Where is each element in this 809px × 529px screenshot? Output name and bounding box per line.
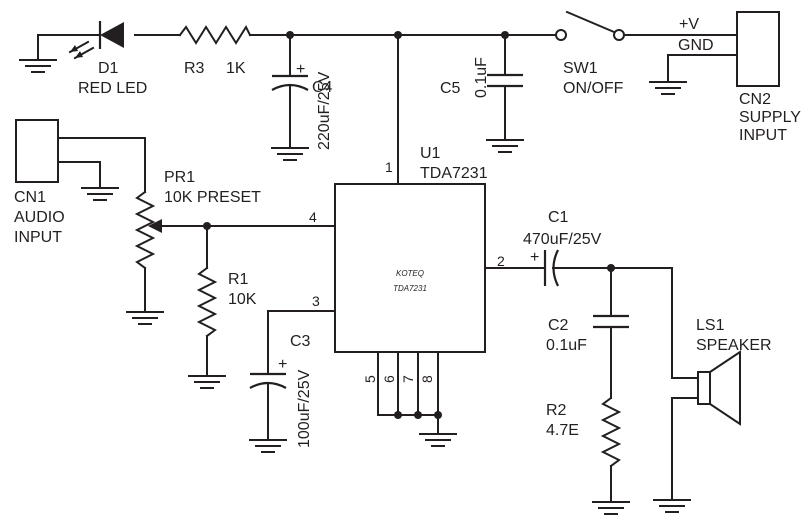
c3-value: 100uF/25V [296, 369, 313, 448]
u1-body-brand: KOTEQ [396, 269, 424, 278]
ground-icon [81, 187, 119, 201]
ground-icon [419, 433, 457, 447]
preset-pr1: PR1 10K PRESET [126, 169, 336, 325]
ground-icon [592, 501, 630, 515]
ic-u1: KOTEQ TDA7231 U1 TDA7231 1 2 3 4 5 6 7 8 [309, 34, 505, 447]
u1-value: TDA7231 [420, 165, 488, 182]
ls1-value: SPEAKER [696, 337, 772, 354]
r3-value: 1K [226, 60, 246, 77]
ground-icon [19, 59, 57, 73]
led-d1: D1 RED LED [19, 21, 147, 97]
ground-icon [486, 139, 524, 153]
resistor-r1: R1 10K [188, 225, 257, 389]
pin-2: 2 [497, 253, 505, 269]
speaker-ls1: LS1 SPEAKER [653, 267, 772, 513]
d1-value: RED LED [78, 80, 147, 97]
sw1-ref: SW1 [563, 60, 598, 77]
cn2-ref: CN2 [739, 91, 771, 108]
ground-icon [271, 147, 309, 161]
cn2-line2: INPUT [739, 127, 787, 144]
pin-4: 4 [309, 209, 317, 225]
ground-icon [188, 375, 226, 389]
cn2-line1: SUPPLY [739, 109, 801, 126]
u1-body-part: TDA7231 [393, 284, 427, 293]
c2-ref: C2 [548, 317, 569, 334]
ground-icon [249, 439, 287, 453]
ground-icon [653, 499, 691, 513]
connector-cn1: CN1 AUDIO INPUT [14, 119, 146, 246]
d1-ref: D1 [98, 60, 119, 77]
c3-ref: C3 [290, 333, 311, 350]
connector-cn2: +V GND CN2 SUPPLY INPUT [649, 11, 801, 144]
pin-1: 1 [385, 159, 393, 175]
cn2-pin-v: +V [679, 16, 699, 33]
pin-3: 3 [312, 293, 320, 309]
switch-sw1: SW1 ON/OFF [555, 10, 738, 97]
resistor-r3: R3 1K [178, 24, 252, 77]
pr1-ref: PR1 [164, 169, 195, 186]
c4-value: 220uF/25V [316, 71, 333, 150]
light-emission-icon [68, 40, 95, 60]
sw1-value: ON/OFF [563, 80, 624, 97]
capacitor-c4: + C4 220uF/25V [271, 34, 333, 161]
c1-polarity: + [530, 249, 539, 266]
c1-ref: C1 [548, 209, 569, 226]
c3-polarity: + [278, 356, 287, 373]
resistor-r2: R2 4.7E [546, 396, 630, 515]
c5-value: 0.1uF [473, 57, 490, 98]
pin-8: 8 [419, 375, 435, 383]
cn1-line1: AUDIO [14, 209, 65, 226]
c1-value: 470uF/25V [523, 231, 602, 248]
r3-ref: R3 [184, 60, 205, 77]
c4-polarity: + [296, 61, 305, 78]
pin-7: 7 [400, 375, 416, 383]
pr1-value: 10K PRESET [164, 189, 261, 206]
capacitor-c3: + C3 100uF/25V [249, 310, 336, 453]
pin-6: 6 [381, 375, 397, 383]
cn1-line2: INPUT [14, 229, 62, 246]
ground-icon [126, 311, 164, 325]
capacitor-c2: C2 0.1uF [546, 267, 629, 399]
speaker-icon [697, 371, 711, 405]
c2-value: 0.1uF [546, 337, 587, 354]
ls1-ref: LS1 [696, 317, 725, 334]
pin-5: 5 [362, 375, 378, 383]
r2-value: 4.7E [546, 422, 579, 439]
capacitor-c1: + C1 470uF/25V [484, 209, 673, 287]
ground-icon [649, 81, 687, 95]
r1-value: 10K [228, 291, 257, 308]
c4-ref: C4 [312, 79, 333, 96]
r2-ref: R2 [546, 402, 567, 419]
c5-ref: C5 [440, 80, 461, 97]
cn1-ref: CN1 [14, 189, 46, 206]
capacitor-c5: C5 0.1uF [440, 34, 524, 153]
u1-ref: U1 [420, 145, 441, 162]
supply-rail [134, 31, 556, 39]
cn2-pin-gnd: GND [678, 37, 714, 54]
r1-ref: R1 [228, 271, 249, 288]
